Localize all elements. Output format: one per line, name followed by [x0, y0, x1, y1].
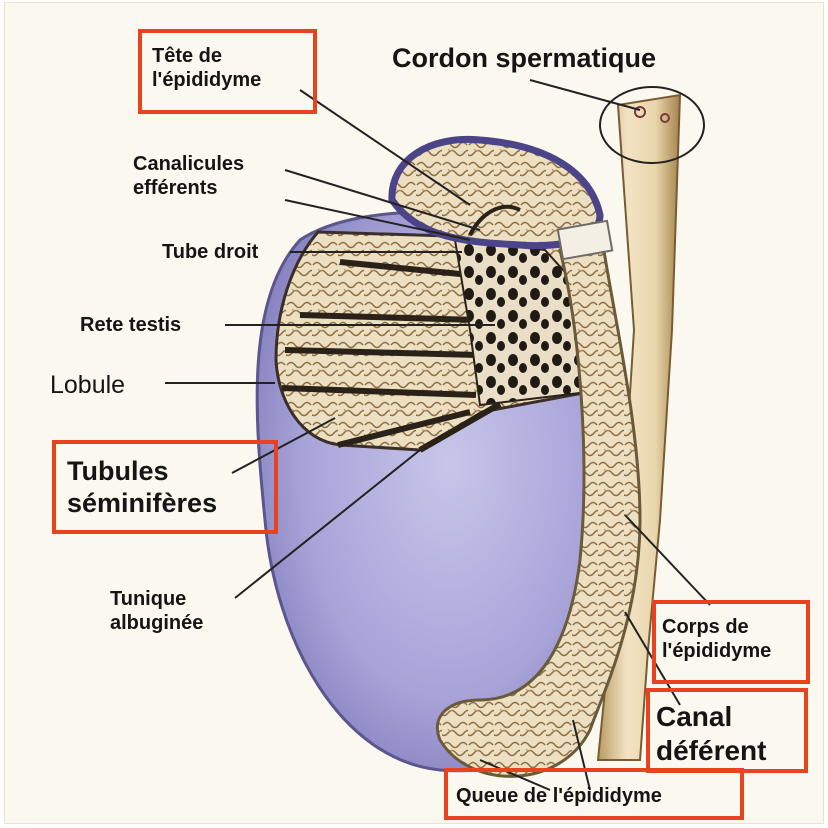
label-tubules-seminiferes: Tubules séminifères — [67, 455, 217, 520]
label-tete-epididyme: Tête de l'épididyme — [152, 44, 261, 92]
label-queue-epididyme: Queue de l'épididyme — [456, 784, 662, 808]
label-canalicules-efferents: Canalicules efférents — [133, 152, 244, 200]
label-tunique-albuginee: Tunique albuginée — [110, 587, 203, 635]
label-corps-epididyme: Corps de l'épididyme — [662, 615, 771, 663]
label-canal-deferent: Canal déférent — [656, 700, 766, 767]
label-tube-droit: Tube droit — [162, 240, 258, 264]
label-cordon-spermatique: Cordon spermatique — [392, 42, 656, 74]
label-lobule: Lobule — [50, 370, 125, 400]
label-rete-testis: Rete testis — [80, 313, 181, 337]
